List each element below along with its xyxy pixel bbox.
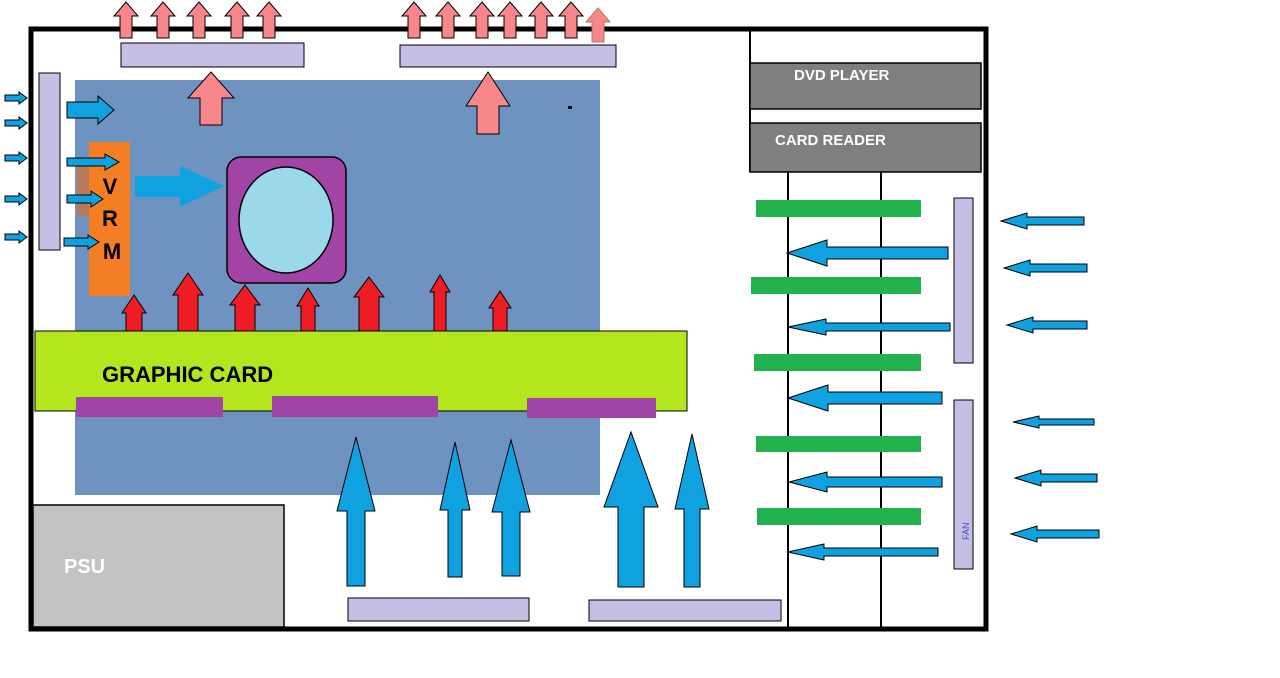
vrm-arrow	[66, 190, 104, 208]
card-reader-label: CARD READER	[775, 132, 886, 149]
drive-slot	[757, 508, 921, 525]
intake-arrow-small	[4, 91, 28, 105]
vrm-arrow	[63, 234, 100, 250]
vrm-heatsink-edge	[77, 166, 89, 216]
intake-arrows-bottom	[336, 430, 710, 588]
exhaust-arrow-small	[223, 1, 251, 39]
gpu-memory-strip	[272, 396, 438, 417]
intake-arrows-left	[4, 91, 115, 244]
vrm-intake-arrows	[63, 153, 121, 250]
card-reader-bay	[749, 122, 982, 173]
front-fan-bottom	[953, 399, 974, 570]
intake-arrow-bottom	[603, 430, 659, 588]
psu-label: PSU	[64, 556, 105, 578]
drive-cage-airflow-arrow	[785, 239, 949, 267]
exhaust-arrow-small	[496, 1, 524, 39]
exhaust-arrow-small	[112, 1, 140, 39]
intake-arrow-small	[4, 192, 28, 206]
intake-arrow-bottom	[336, 436, 376, 587]
exhaust-arrow-small	[400, 1, 428, 39]
drive-slot	[751, 277, 921, 294]
top-fan-left	[120, 42, 305, 68]
rear-fan-panel	[38, 72, 61, 251]
top-fan-right	[399, 44, 617, 68]
intake-arrow-bottom	[491, 438, 531, 577]
drive-slot	[756, 200, 921, 217]
exhaust-arrow-small	[149, 1, 177, 39]
front-fan-label: FAN	[961, 522, 971, 540]
intake-arrow-front	[1009, 525, 1100, 543]
intake-arrow-small	[4, 151, 28, 165]
dvd-player-bay	[749, 62, 982, 110]
vrm-letter-r: R	[102, 206, 118, 231]
drive-cage-airflow-arrow	[787, 318, 951, 336]
intake-arrow-front	[1012, 415, 1095, 429]
drive-cage-airflow-arrow	[787, 471, 943, 493]
drive-cage-airflow-arrow	[786, 384, 943, 412]
cpu-heatsink	[238, 166, 334, 274]
graphic-card-label: GRAPHIC CARD	[102, 362, 273, 387]
vrm-arrow	[66, 153, 121, 171]
exhaust-arrow-small	[434, 1, 462, 39]
exhaust-arrow-small	[527, 1, 555, 39]
intake-arrows-front	[785, 212, 1100, 561]
drive-slot	[754, 354, 921, 371]
gpu-memory-strip	[76, 397, 223, 417]
exhaust-arrows-large	[186, 71, 511, 135]
exhaust-arrow-small	[255, 1, 283, 39]
vrm-letter-v: V	[103, 174, 118, 199]
vrm-letter-m: M	[103, 239, 121, 264]
dvd-player-label: DVD PLAYER	[794, 67, 889, 84]
exhaust-arrow-large	[465, 71, 511, 135]
exhaust-arrows-top	[112, 1, 612, 43]
motherboard	[75, 80, 600, 495]
drive-slot	[756, 436, 921, 452]
gpu-memory-strip	[527, 398, 656, 418]
exhaust-arrow-small	[185, 1, 213, 39]
psu	[32, 504, 285, 628]
intake-arrow-front	[1013, 469, 1098, 487]
exhaust-arrow-large	[186, 71, 236, 126]
intake-arrow-front	[1005, 316, 1088, 334]
intake-arrow-small	[4, 116, 28, 130]
intake-arrow-bottom	[674, 433, 710, 588]
exhaust-arrow-small	[468, 1, 496, 39]
intake-arrow-medium	[66, 94, 115, 126]
intake-arrow-small	[4, 230, 28, 244]
cpu-airflow-arrow	[135, 166, 224, 207]
intake-arrow-front	[999, 212, 1085, 230]
bottom-fan-right	[588, 599, 782, 622]
intake-arrow-bottom	[439, 441, 471, 578]
motherboard-dot	[568, 106, 572, 109]
exhaust-arrow-small	[584, 7, 612, 43]
bottom-fan-left	[347, 597, 530, 622]
exhaust-arrow-small	[557, 1, 585, 39]
drive-cage-airflow-arrow	[787, 543, 939, 561]
front-fan-top	[953, 197, 974, 364]
intake-arrow-front	[1002, 259, 1088, 277]
